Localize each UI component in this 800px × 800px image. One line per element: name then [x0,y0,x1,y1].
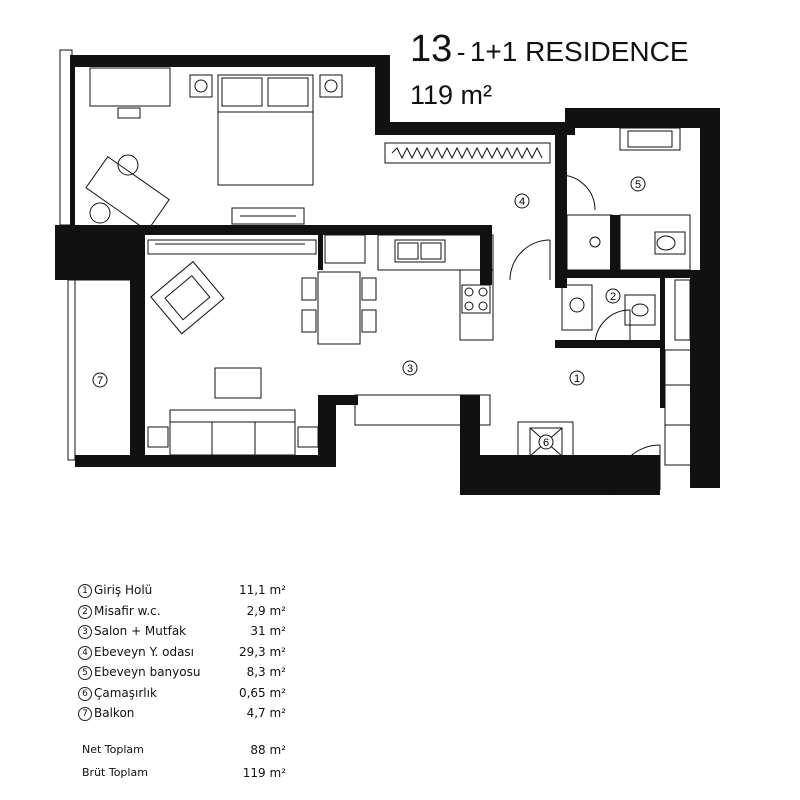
room-markers: 1 2 3 4 5 6 7 [92,176,646,450]
legend-room-area: 2,9 m² [246,603,286,618]
unit-number: 13 [410,28,453,70]
legend-room-area: 0,65 m² [238,685,286,700]
svg-text:2: 2 [610,291,616,303]
legend-room-area: 29,3 m² [238,644,286,659]
legend-room-name: Misafir w.c. [94,603,161,618]
legend-row: 5 Ebeveyn banyosu 8,3 m² [78,664,298,685]
legend-room-area: 11,1 m² [238,583,286,597]
gross-total-value: 119 m² [242,765,286,780]
legend-number: 6 [78,686,92,701]
walls [55,55,720,495]
room-marker-4: 4 [514,193,530,209]
net-total-row: Net Toplam 88 m² [78,742,298,765]
legend-number: 1 [78,584,92,598]
net-total-value: 88 m² [250,742,286,757]
legend-room-area: 8,3 m² [246,665,286,679]
legend-number: 3 [78,625,92,639]
area-legend: 1 Giriş Holü 11,1 m² 2 Misafir w.c. 2,9 … [78,582,298,788]
legend-number: 2 [78,604,92,619]
legend-number: 5 [78,666,92,680]
svg-text:3: 3 [407,363,413,375]
room-marker-6: 6 [538,434,554,450]
legend-number: 4 [78,645,92,660]
legend-row: 7 Balkon 4,7 m² [78,705,298,726]
legend-row: 2 Misafir w.c. 2,9 m² [78,603,298,624]
legend-row: 4 Ebeveyn Y. odası 29,3 m² [78,644,298,665]
room-marker-5: 5 [630,176,646,192]
legend-row: 1 Giriş Holü 11,1 m² [78,582,298,603]
floor-plan: 1 2 3 4 5 6 7 [55,49,720,495]
legend-number: 7 [78,707,92,721]
net-total-label: Net Toplam [82,742,144,756]
unit-type: 1+1 RESIDENCE [469,36,689,67]
gross-total-row: Brüt Toplam 119 m² [78,765,298,788]
legend-room-name: Ebeveyn banyosu [94,665,201,679]
svg-text:7: 7 [97,375,103,387]
legend-room-name: Salon + Mutfak [94,624,187,638]
legend-room-name: Giriş Holü [94,583,153,597]
gross-total-label: Brüt Toplam [82,765,148,779]
room-marker-1: 1 [569,370,585,386]
svg-text:1: 1 [574,373,580,385]
svg-text:6: 6 [543,437,549,449]
title-separator: - [456,37,466,67]
unit-area: 119 m² [410,80,493,110]
room-marker-3: 3 [402,360,418,376]
legend-room-name: Balkon [94,706,135,720]
legend-room-area: 4,7 m² [246,706,286,720]
legend-room-area: 31 m² [250,624,286,638]
legend-room-name: Çamaşırlık [94,685,157,700]
room-marker-2: 2 [605,288,621,304]
legend-row: 3 Salon + Mutfak 31 m² [78,623,298,644]
plan-title: 13 - 1+1 RESIDENCE [410,28,689,71]
legend-room-name: Ebeveyn Y. odası [94,644,195,659]
svg-text:5: 5 [635,179,641,191]
thin-lines [59,49,696,491]
room-marker-7: 7 [92,372,108,388]
legend-row: 6 Çamaşırlık 0,65 m² [78,685,298,706]
svg-text:4: 4 [519,196,525,208]
